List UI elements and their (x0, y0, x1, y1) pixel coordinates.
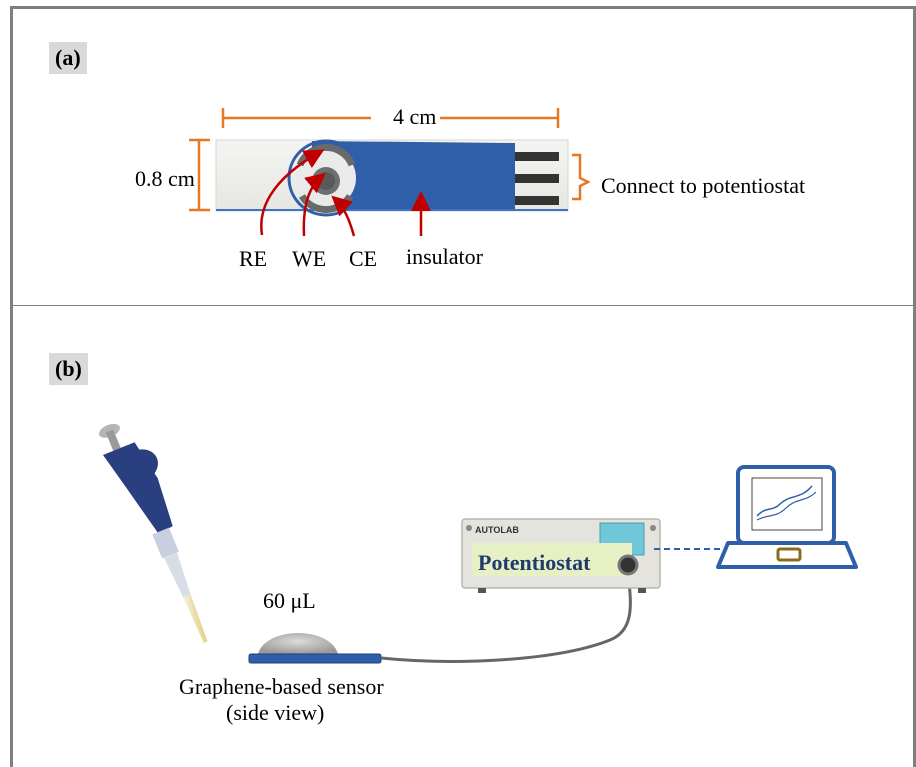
laptop-icon (716, 465, 858, 569)
cable (380, 564, 632, 663)
sensor-strip (215, 139, 569, 217)
we-label: WE (292, 246, 327, 271)
electrode-arrows (260, 149, 431, 237)
panel-a: (a) 4 cm 0.8 cm Connect to potentiostat … (10, 6, 916, 308)
length-dimension-line (221, 108, 560, 128)
volume-label: 60 μL (263, 588, 316, 613)
sensor-caption-line1: Graphene-based sensor (179, 674, 384, 699)
width-label: 0.8 cm (135, 166, 195, 191)
pipette-image (99, 423, 208, 643)
panel-b-tag: (b) (49, 353, 88, 385)
sensor-caption-line2: (side view) (226, 700, 325, 725)
device-brand: AUTOLAB (475, 525, 519, 535)
potentiostat-device: AUTOLAB Potentiostat (461, 518, 661, 593)
length-label: 4 cm (393, 104, 437, 129)
insulator-label: insulator (406, 244, 483, 269)
width-dimension-line (189, 138, 210, 212)
connector-brace (572, 153, 591, 201)
connect-label: Connect to potentiostat (601, 173, 806, 198)
panel-a-tag: (a) (49, 42, 87, 74)
device-label: Potentiostat (478, 550, 591, 575)
re-label: RE (239, 246, 268, 271)
sensor-side-view (248, 633, 382, 664)
ce-label: CE (349, 246, 378, 271)
